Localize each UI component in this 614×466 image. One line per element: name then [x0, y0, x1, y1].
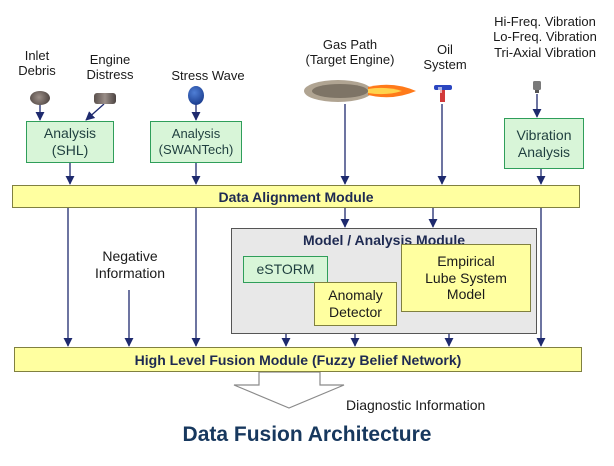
data-alignment-module: Data Alignment Module: [12, 185, 580, 208]
gas-path-label: Gas Path(Target Engine): [305, 37, 395, 68]
inlet-debris-sensor-icon: [30, 91, 50, 105]
analysis-shl-box: Analysis(SHL): [26, 121, 114, 163]
diagram-title: Data Fusion Architecture: [182, 423, 432, 446]
engine-distress-sensor-icon: [94, 93, 116, 104]
analysis-swantech-box: Analysis(SWANTech): [150, 121, 242, 163]
diagnostic-down-arrow: [233, 371, 345, 409]
vibration-sensor-icon: [533, 81, 541, 93]
high-level-fusion-module: High Level Fusion Module (Fuzzy Belief N…: [14, 347, 582, 372]
arrow-distress-to-shl: [85, 103, 105, 121]
estorm-box: eSTORM: [243, 256, 328, 283]
gas-path-engine-flame-icon: [304, 80, 416, 102]
stress-wave-sensor-icon: [188, 86, 204, 105]
oil-system-sensor-icon: [434, 85, 452, 102]
diagnostic-information-label: Diagnostic Information: [346, 397, 486, 413]
stress-wave-label: Stress Wave: [171, 68, 245, 83]
